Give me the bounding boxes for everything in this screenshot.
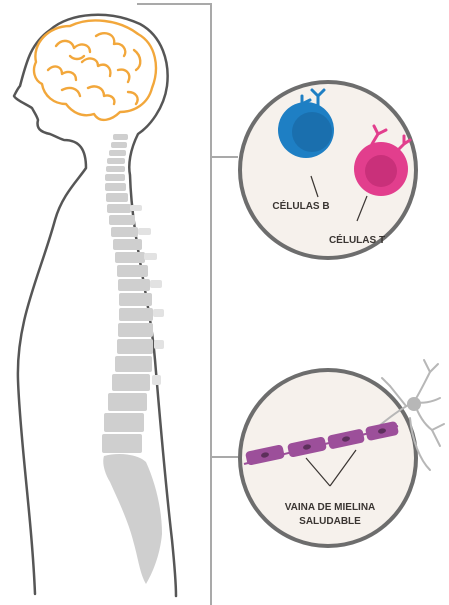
brain-icon xyxy=(34,20,156,119)
neuron-body xyxy=(407,397,421,411)
myelin-label-line2: SALUDABLE xyxy=(299,516,361,527)
myelin-circle: VAINA DE MIELINA SALUDABLE xyxy=(240,360,444,546)
t-cells-label: CÉLULAS T xyxy=(329,233,385,246)
b-cells-label: CÉLULAS B xyxy=(272,199,329,212)
immune-cells-circle: CÉLULAS B CÉLULAS T xyxy=(240,82,416,258)
myelin-label-line1: VAINA DE MIELINA xyxy=(285,502,376,513)
